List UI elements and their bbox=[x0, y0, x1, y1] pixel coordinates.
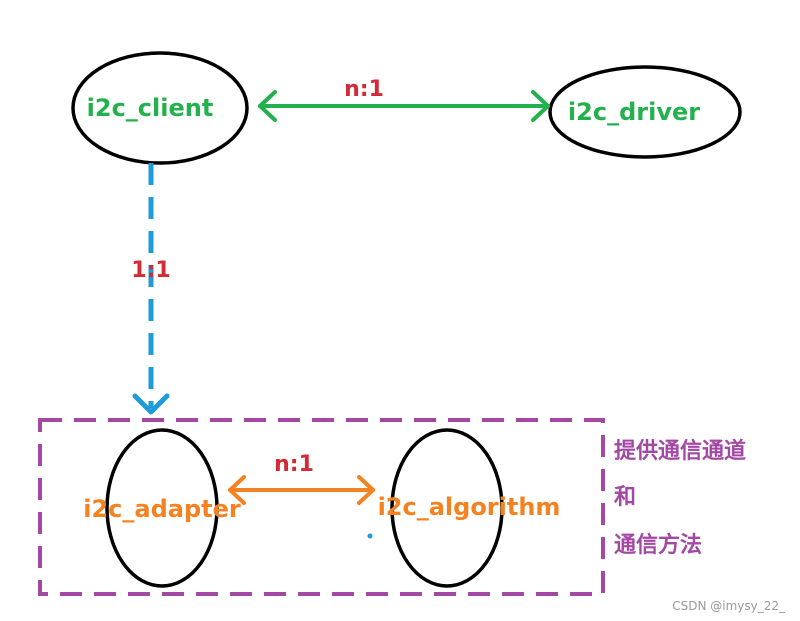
adapter-algorithm-arrow bbox=[228, 475, 375, 505]
group-note-line2: 和 bbox=[614, 485, 636, 510]
driver-label: i2c_driver bbox=[568, 98, 700, 126]
stray-dot bbox=[367, 533, 373, 539]
group-note-line1: 提供通信通道 bbox=[614, 438, 746, 464]
group-note-line3: 通信方法 bbox=[614, 532, 702, 558]
group-box bbox=[38, 418, 605, 596]
adapter-ellipse bbox=[105, 428, 219, 588]
algorithm-label: i2c_algorithm bbox=[378, 493, 561, 521]
driver-ellipse bbox=[548, 65, 742, 159]
client-adapter-arrow bbox=[132, 163, 170, 415]
client-driver-ratio: n:1 bbox=[344, 77, 384, 102]
adapter-label: i2c_adapter bbox=[83, 495, 241, 523]
watermark: CSDN @imysy_22_ bbox=[672, 599, 786, 613]
client-label: i2c_client bbox=[87, 94, 214, 122]
client-driver-arrow bbox=[258, 90, 550, 122]
client-adapter-ratio: 1:1 bbox=[131, 258, 170, 283]
client-ellipse bbox=[71, 51, 249, 165]
adapter-algorithm-ratio: n:1 bbox=[274, 452, 314, 477]
algorithm-ellipse bbox=[390, 428, 504, 588]
